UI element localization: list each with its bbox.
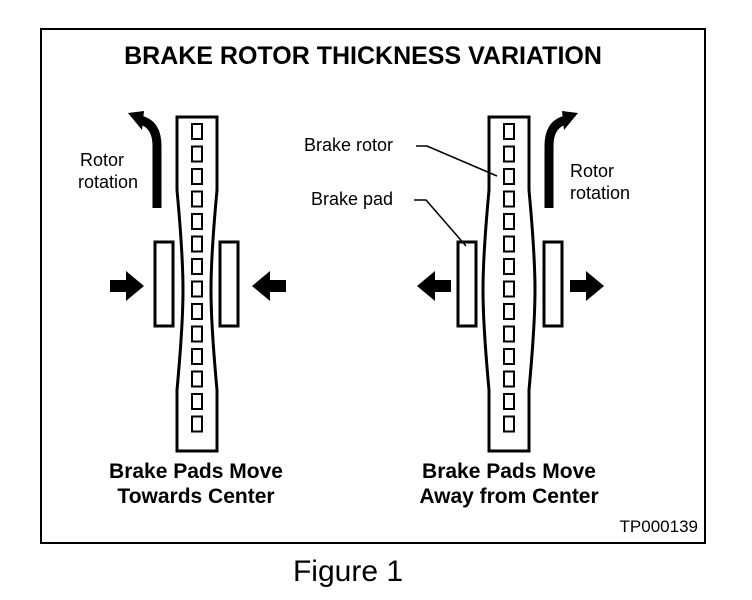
left-rotation-label-line2: rotation (78, 172, 138, 192)
rotor-vent-slot (503, 145, 515, 163)
rotor-vent-slot (191, 415, 203, 433)
rotor-vent-slot (503, 415, 515, 433)
rotor-vent-slot (503, 168, 515, 185)
right-outer-brake-pad (456, 240, 478, 328)
right-inner-brake-pad (542, 240, 564, 328)
rotor-vent-slot (191, 303, 203, 320)
diagram-title: BRAKE ROTOR THICKNESS VARIATION (124, 42, 602, 70)
left-inner-brake-pad (218, 240, 240, 328)
rotor-vent-slot (503, 235, 515, 253)
rotor-vent-slot (503, 370, 515, 388)
brake-pad-label: Brake pad (311, 189, 393, 209)
rotor-vent-slot (191, 123, 203, 140)
rotor-vent-slot (191, 235, 203, 253)
right-rotation-arrow-icon (544, 111, 578, 208)
right-caption-line1: Brake Pads Move (422, 460, 596, 483)
right-rotor (481, 115, 537, 453)
figure-caption: Figure 1 (293, 555, 403, 588)
right-arrow-outward-left (417, 271, 451, 301)
rotor-vent-slot (503, 393, 515, 410)
rotor-vent-slot (503, 280, 515, 298)
rotor-vent-slot (191, 213, 203, 230)
rotor-vent-slot (503, 123, 515, 140)
rotor-vent-slot (503, 190, 515, 208)
right-rotor-vent-slots (503, 123, 515, 433)
rotor-vent-slot (191, 280, 203, 298)
rotor-vent-slot (191, 258, 203, 275)
rotor-vent-slot (191, 190, 203, 208)
rotor-vent-slot (191, 348, 203, 365)
right-rotation-label-line2: rotation (570, 183, 630, 203)
left-caption-line2: Towards Center (117, 485, 274, 508)
left-arrow-inward-left (252, 271, 286, 301)
rotor-vent-slot (191, 145, 203, 163)
left-rotation-label-line1: Rotor (80, 150, 124, 170)
left-rotor-vent-slots (191, 123, 203, 433)
figure-code: TP000139 (620, 517, 698, 536)
left-caption-line1: Brake Pads Move (109, 460, 283, 483)
rotor-vent-slot (503, 325, 515, 343)
left-arrow-inward-right (110, 271, 144, 301)
rotor-vent-slot (191, 325, 203, 343)
rotor-vent-slot (503, 213, 515, 230)
brake-pad-leader-line (414, 199, 467, 247)
rotor-vent-slot (191, 393, 203, 410)
right-arrow-outward-right (570, 271, 604, 301)
left-rotation-arrow-icon (128, 111, 162, 208)
rotor-vent-slot (191, 168, 203, 185)
diagram-frame (40, 28, 706, 544)
rotor-vent-slot (191, 370, 203, 388)
rotor-vent-slot (503, 348, 515, 365)
left-rotor (175, 115, 219, 453)
left-outer-brake-pad (153, 240, 175, 328)
brake-rotor-label: Brake rotor (304, 135, 393, 155)
right-caption-line2: Away from Center (419, 485, 598, 508)
rotor-vent-slot (503, 303, 515, 320)
right-rotation-label-line1: Rotor (570, 161, 614, 181)
brake-rotor-leader-line (416, 145, 498, 177)
rotor-vent-slot (503, 258, 515, 275)
